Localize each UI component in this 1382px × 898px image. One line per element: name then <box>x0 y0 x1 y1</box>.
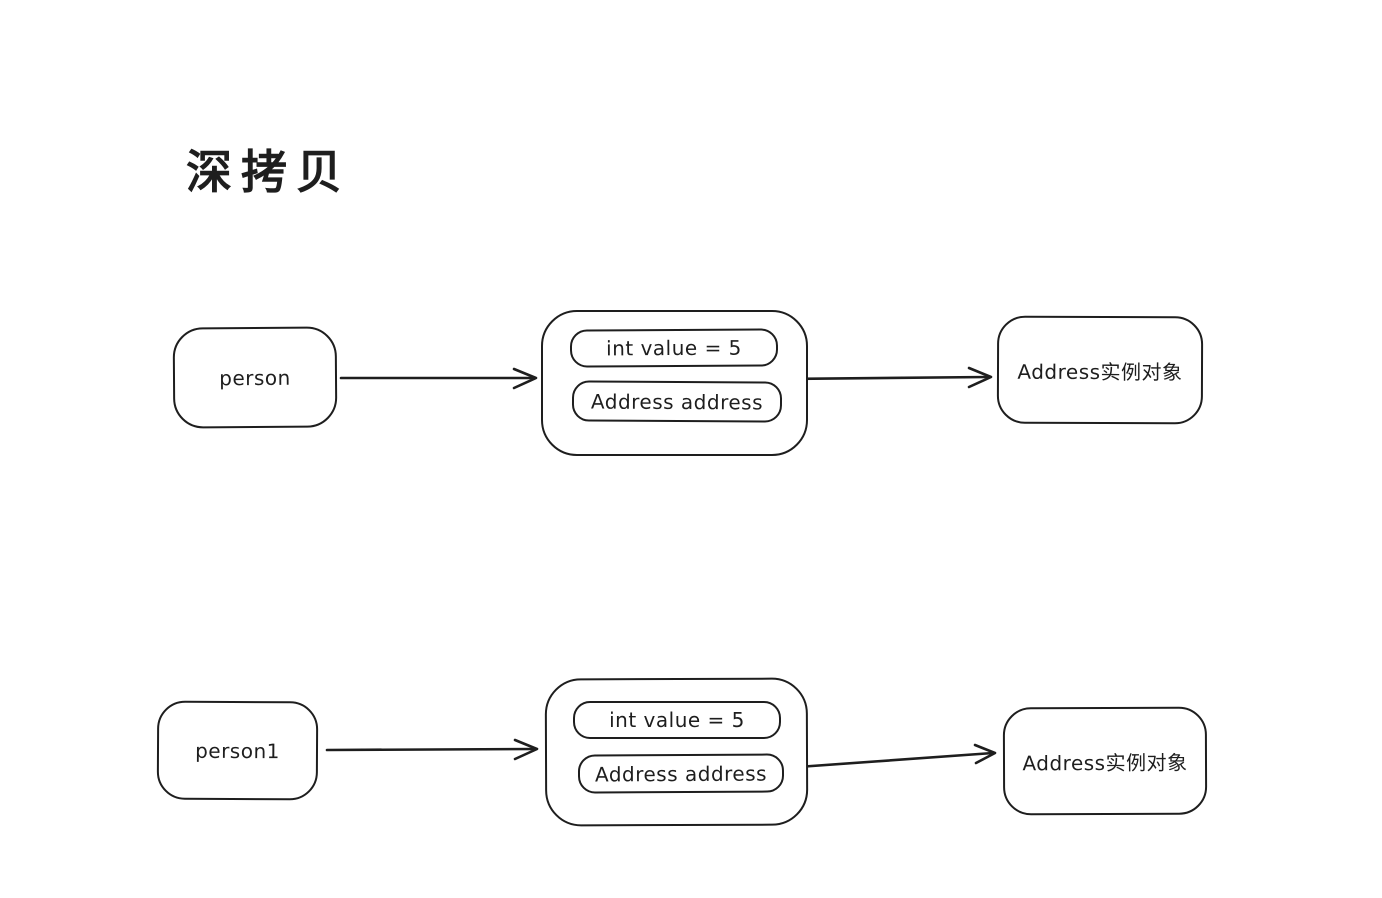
address-instance-copy-label: Address实例对象 <box>1022 750 1188 775</box>
person1-object-field-value: int value = 5 <box>573 701 781 739</box>
person1-object-container <box>544 677 809 827</box>
arrow-person1-to-object <box>325 738 539 761</box>
field-address-label: Address address <box>590 389 764 414</box>
address-instance-box: Address实例对象 <box>996 315 1204 425</box>
person-label: person <box>219 365 291 390</box>
person-object-field-address: Address address <box>571 380 783 423</box>
field-address-label: Address address <box>594 761 768 786</box>
diagram-title: 深拷贝 <box>186 145 351 199</box>
address-instance-copy-box: Address实例对象 <box>1002 706 1208 816</box>
arrow-person-to-object <box>339 367 538 390</box>
person1-box: person1 <box>156 700 319 801</box>
arrow-address1-to-instance <box>782 743 997 770</box>
person-box: person <box>172 326 338 429</box>
person1-label: person1 <box>195 738 280 763</box>
field-value-label: int value = 5 <box>606 335 742 361</box>
person-object-field-value: int value = 5 <box>569 328 779 368</box>
address-instance-label: Address实例对象 <box>1017 359 1183 384</box>
field-value-label: int value = 5 <box>609 708 745 732</box>
person1-object-field-address: Address address <box>577 753 785 794</box>
